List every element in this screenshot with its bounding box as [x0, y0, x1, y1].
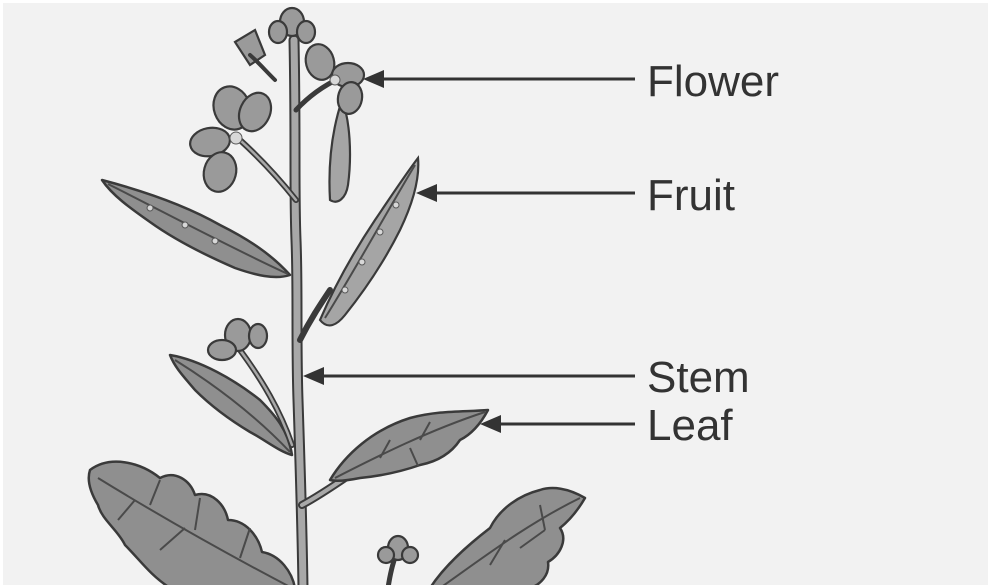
middle-right-leaf: [302, 410, 488, 505]
flower-arrow: [363, 70, 635, 88]
leaf-label: Leaf: [647, 404, 733, 448]
fruit-pod: [300, 158, 418, 340]
flower-label: Flower: [647, 60, 779, 104]
leaf-arrow: [480, 415, 635, 433]
top-flower: [296, 41, 365, 116]
stem-label: Stem: [647, 356, 750, 400]
fruit-arrow: [416, 184, 635, 202]
top-buds: [235, 8, 315, 80]
lower-right-leaf: [430, 488, 585, 588]
left-flower: [188, 81, 296, 200]
lower-left-leaf: [89, 462, 295, 588]
stem-arrow: [303, 367, 635, 385]
fruit-label: Fruit: [647, 174, 735, 218]
upper-pod: [330, 100, 351, 202]
upper-left-leaf: [102, 180, 290, 277]
bottom-bud: [378, 536, 418, 588]
